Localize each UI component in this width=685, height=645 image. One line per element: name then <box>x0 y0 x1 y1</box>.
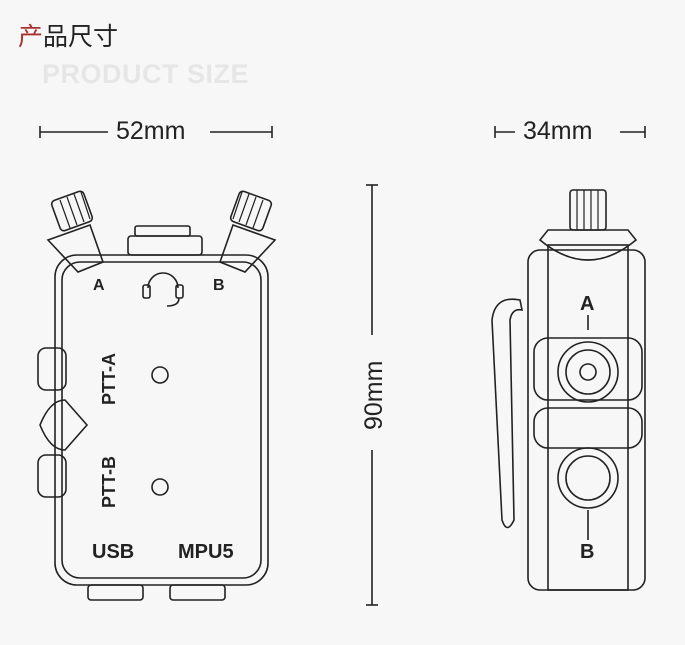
side-width-dimension: 34mm <box>523 117 593 145</box>
front-view <box>37 190 277 601</box>
usb-label: USB <box>92 541 134 563</box>
knob-b-label: B <box>213 277 225 294</box>
ptt-a-label: PTT-A <box>99 353 119 405</box>
side-knob-icon <box>569 189 607 231</box>
ptt-b-button <box>37 454 67 498</box>
dimension-lines <box>39 126 646 606</box>
belt-clip-icon <box>491 298 524 529</box>
mpu5-label: MPU5 <box>178 541 234 563</box>
side-a-label: A <box>580 293 594 315</box>
page-title: 产品尺寸 <box>18 22 118 52</box>
side-view <box>491 189 646 591</box>
ptt-b-label: PTT-B <box>99 456 119 508</box>
title-highlight: 产 <box>18 22 44 51</box>
knob-b-icon <box>218 190 277 273</box>
height-dimension: 90mm <box>360 361 388 430</box>
knob-a-label: A <box>93 277 105 294</box>
front-width-dimension: 52mm <box>116 117 186 145</box>
title-rest: 品尺寸 <box>43 22 119 51</box>
headset-icon <box>142 272 184 307</box>
page-subtitle: PRODUCT SIZE <box>42 59 250 89</box>
side-b-label: B <box>580 541 594 563</box>
ptt-a-button <box>37 347 67 391</box>
knob-a-icon <box>46 190 105 273</box>
